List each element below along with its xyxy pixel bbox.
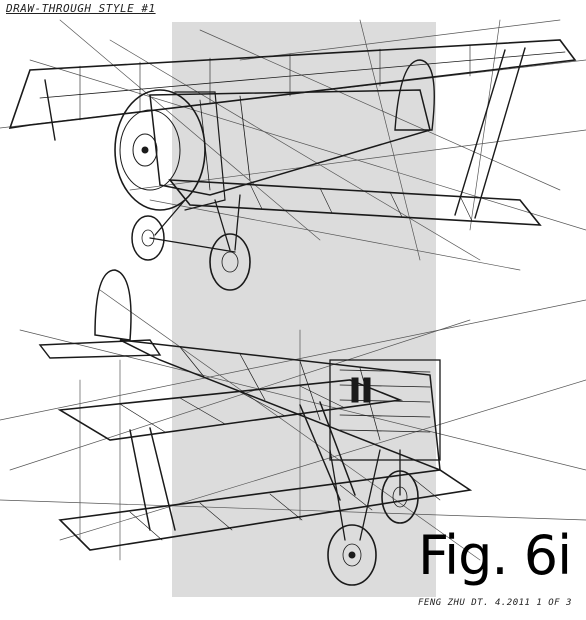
sketch-title-note: DRAW-THROUGH STYLE #1 xyxy=(6,2,156,15)
figure-label: Fig. 6i xyxy=(418,524,572,587)
bottom-biplane xyxy=(0,269,586,586)
top-biplane xyxy=(0,19,586,291)
gray-panel xyxy=(172,22,436,597)
artist-signature-note: FENG ZHU DT. 4.2011 1 OF 3 xyxy=(418,598,572,608)
